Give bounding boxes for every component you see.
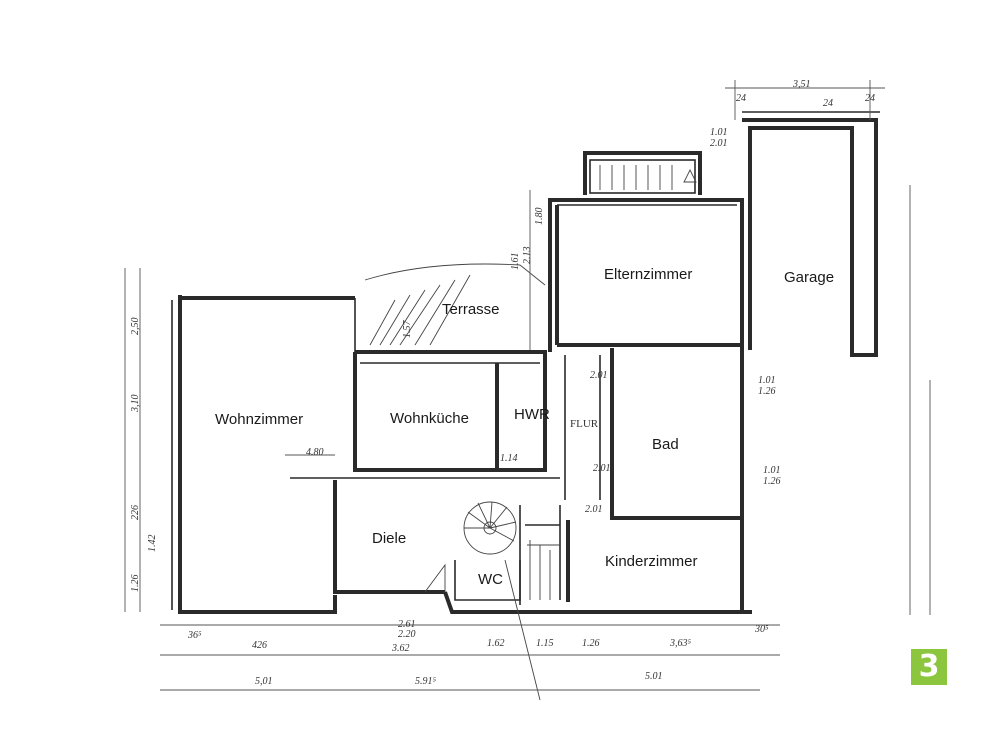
dim-label: 2.01 <box>590 370 608 381</box>
dim-label: 2.61 <box>398 619 416 630</box>
dim-label: 5,01 <box>255 676 273 687</box>
dim-label: 1.26 <box>130 575 141 593</box>
dim-label: 1.42 <box>147 535 158 553</box>
room-label-elternzimmer: Elternzimmer <box>604 266 692 283</box>
dim-label: 24 <box>736 93 746 104</box>
dim-label: 426 <box>252 640 267 651</box>
dim-label: 1.26 <box>758 386 776 397</box>
dim-label: 3,10 <box>130 395 141 414</box>
dim-label: 1.62 <box>487 638 505 649</box>
dim-label: 2.20 <box>398 629 416 640</box>
dim-label: 4.80 <box>306 447 324 458</box>
dim-label: 1.26 <box>582 638 600 649</box>
room-label-garage: Garage <box>784 269 834 286</box>
dim-label: 2.01 <box>710 138 728 149</box>
room-label-terrasse: Terrasse <box>442 301 500 318</box>
room-label-diele: Diele <box>372 530 406 547</box>
dim-label: 24 <box>865 93 875 104</box>
dim-label: 1.15 <box>536 638 554 649</box>
dim-label: 2.13 <box>522 247 533 265</box>
dim-label: 1.01 <box>758 375 776 386</box>
dim-label: 1.01 <box>710 127 728 138</box>
dim-label: 3.62 <box>391 643 410 654</box>
dim-label: 226 <box>130 505 141 520</box>
room-label-hwr: HWR <box>514 406 550 423</box>
dim-label: 2.01 <box>585 504 603 515</box>
dimension-lines <box>124 80 931 691</box>
dim-label: 1.80 <box>534 208 545 226</box>
dim-label: 5.01 <box>645 671 663 682</box>
room-label-kinderzimmer: Kinderzimmer <box>605 553 698 570</box>
dim-label: 36⁵ <box>187 630 202 641</box>
room-label-wohnkueche: Wohnküche <box>390 410 469 427</box>
dim-label: 1.57 <box>402 320 413 339</box>
room-label-bad: Bad <box>652 436 679 453</box>
dim-label: 2.01 <box>593 463 611 474</box>
room-label-wc: WC <box>478 571 503 588</box>
dim-label: 2,50 <box>130 318 141 336</box>
dim-label: 1.14 <box>500 453 518 464</box>
dim-label: 3,63⁵ <box>669 638 692 649</box>
stairs <box>364 165 697 701</box>
dim-label: 30⁵ <box>754 624 769 635</box>
dim-label: 1.26 <box>763 476 781 487</box>
dim-label: 5.91⁵ <box>415 676 437 687</box>
dim-label: 1.01 <box>763 465 781 476</box>
dim-label: 1.61 <box>510 253 521 271</box>
brand-logo: 3 <box>911 649 947 685</box>
walls <box>171 111 880 614</box>
logo-glyph: 3 <box>918 649 940 684</box>
dim-label: 24 <box>823 98 833 109</box>
dim-label: 3,51 <box>792 79 811 90</box>
room-label-flur: FLUR <box>570 418 599 430</box>
room-label-wohnzimmer: Wohnzimmer <box>215 411 303 428</box>
